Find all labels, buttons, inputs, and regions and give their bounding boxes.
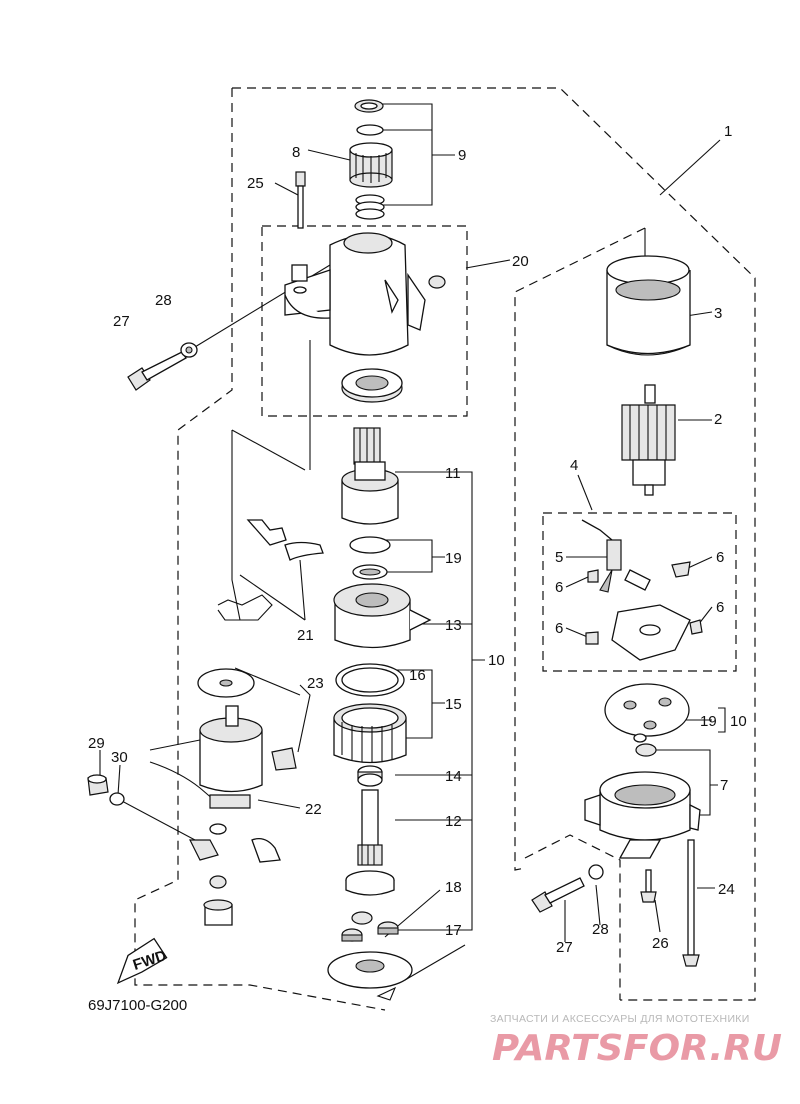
callout-10-b: 10: [730, 713, 747, 730]
callout-27-a: 27: [113, 313, 130, 330]
callout-5: 5: [555, 549, 563, 566]
callout-3: 3: [714, 305, 722, 322]
callout-13: 13: [445, 617, 462, 634]
part-7-rear-bracket: [584, 743, 701, 859]
part-13-planet-carrier: [333, 583, 432, 649]
callout-1: 1: [724, 123, 732, 140]
part-19-snap-rings: [349, 536, 391, 580]
part-22-magnetic-switch: [149, 705, 281, 926]
callout-2: 2: [714, 411, 722, 428]
callout-labels: 1 2 3 4 5 6 6 6 6 7 8 9 10 10 11 12 13 1…: [88, 123, 747, 956]
callout-14: 14: [445, 768, 462, 785]
callout-17: 17: [445, 922, 462, 939]
part-9-retainer-ring: [354, 99, 384, 136]
part-23-gasket: [197, 668, 297, 771]
callout-9: 9: [458, 147, 466, 164]
callout-12: 12: [445, 813, 462, 830]
part-8-pinion-gear: [349, 142, 393, 188]
part-27-bolt-left: [127, 351, 187, 391]
part-15-internal-gear: [333, 703, 407, 764]
callout-29: 29: [88, 735, 105, 752]
part-20-bearing: [341, 368, 403, 403]
part-3-yoke: [606, 255, 691, 356]
callout-10-a: 10: [488, 652, 505, 669]
part-24-long-bolt: [682, 839, 700, 967]
callout-6-d: 6: [555, 620, 563, 637]
callout-6-c: 6: [716, 599, 724, 616]
leader-lines: [99, 103, 726, 981]
callout-7: 7: [720, 777, 728, 794]
callout-22: 22: [305, 801, 322, 818]
part-30-washer: [109, 792, 125, 806]
callout-15: 15: [445, 696, 462, 713]
part-19-brush-plate: [604, 683, 690, 743]
callout-19-a: 19: [445, 550, 462, 567]
diagram-code: 69J7100-G200: [88, 997, 187, 1014]
part-9-spring: [355, 194, 385, 220]
callout-28-a: 28: [155, 292, 172, 309]
callout-25: 25: [247, 175, 264, 192]
callout-6-b: 6: [555, 579, 563, 596]
callout-18: 18: [445, 879, 462, 896]
part-21-spring-clip: [217, 519, 324, 621]
callout-30: 30: [111, 749, 128, 766]
callout-4: 4: [570, 457, 578, 474]
part-4-brush-holder: [581, 519, 703, 661]
assembly-outlines: [134, 87, 756, 1011]
part-25-bolt: [295, 171, 306, 229]
part-17-plate: [327, 951, 413, 1001]
callout-20: 20: [512, 253, 529, 270]
watermark-tagline: ЗАПЧАСТИ И АКСЕССУАРЫ ДЛЯ МОТОТЕХНИКИ: [490, 1013, 750, 1025]
fwd-arrow: [116, 937, 168, 985]
callout-11: 11: [445, 465, 461, 482]
part-27-bolt-right: [531, 877, 585, 913]
part-26-screw: [640, 869, 657, 903]
callout-8: 8: [292, 144, 300, 161]
callout-28-b: 28: [592, 921, 609, 938]
part-11-drive-shaft: [341, 427, 399, 525]
callout-24: 24: [718, 881, 735, 898]
part-2-armature: [621, 384, 676, 496]
callout-19-b: 19: [700, 713, 717, 730]
callout-6-a: 6: [716, 549, 724, 566]
part-20-front-bracket: [284, 232, 446, 356]
callout-16: 16: [409, 667, 426, 684]
callout-23: 23: [307, 675, 324, 692]
part-18-planet-gears: [341, 911, 399, 942]
part-28-washer-left: [180, 342, 198, 358]
part-16-ring: [335, 663, 405, 697]
callout-26: 26: [652, 935, 669, 952]
part-12-shaft: [345, 789, 395, 896]
part-28-washer-right: [588, 864, 604, 880]
watermark-brand: PARTSFOR.RU: [492, 1028, 782, 1069]
callout-21: 21: [297, 627, 314, 644]
part-14-bushing: [357, 765, 383, 787]
callout-27-b: 27: [556, 939, 573, 956]
part-29-nut: [87, 774, 109, 796]
